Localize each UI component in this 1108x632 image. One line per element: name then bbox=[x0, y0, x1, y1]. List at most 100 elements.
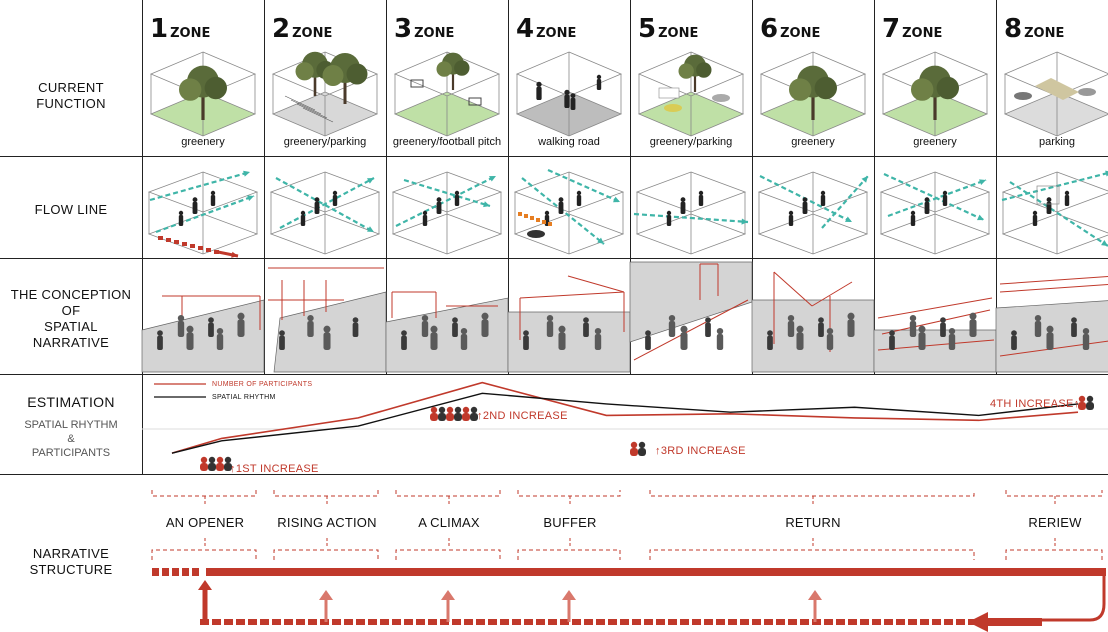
person-head bbox=[1046, 197, 1052, 203]
narrative-frame-line bbox=[811, 281, 853, 307]
stage-bracket-1 bbox=[151, 490, 257, 560]
tree-canopy bbox=[322, 65, 344, 86]
narrative-frame-line bbox=[877, 297, 993, 319]
person-head bbox=[210, 190, 216, 196]
person-body bbox=[436, 201, 442, 214]
person-body bbox=[767, 335, 773, 350]
person-body bbox=[208, 322, 214, 337]
red-dash bbox=[158, 236, 163, 240]
zone-6-current-function-illustration bbox=[759, 51, 867, 137]
bracket-top bbox=[649, 490, 975, 497]
person-head bbox=[422, 210, 428, 216]
person-head bbox=[680, 197, 686, 203]
person-head bbox=[680, 325, 688, 333]
person-head bbox=[481, 312, 489, 320]
zone-number: 1 bbox=[150, 14, 169, 44]
zone-word: ZONE bbox=[780, 26, 821, 41]
stage-bracket-6 bbox=[1005, 490, 1103, 560]
person-head bbox=[1011, 330, 1017, 336]
person-body bbox=[216, 334, 224, 350]
zone-3-conception-illustration bbox=[385, 291, 509, 373]
zone-1-current-function-illustration bbox=[149, 51, 257, 137]
crowd-body bbox=[1086, 402, 1094, 410]
zone-4-current-function-illustration bbox=[515, 51, 623, 137]
narrative-frame-line bbox=[633, 299, 749, 361]
zone-8-conception-illustration bbox=[995, 276, 1108, 373]
zone-8-function-caption: parking bbox=[1038, 136, 1076, 148]
return-arrowhead bbox=[968, 612, 988, 632]
crowd-head bbox=[630, 441, 638, 449]
flow-arrow-line bbox=[279, 177, 375, 229]
person-body bbox=[924, 201, 930, 214]
ground-plane bbox=[141, 299, 265, 373]
person-body bbox=[177, 321, 185, 337]
crowd-body bbox=[438, 413, 446, 421]
person-head bbox=[208, 317, 214, 323]
car bbox=[527, 230, 545, 238]
person-body bbox=[332, 195, 338, 206]
person-body bbox=[454, 195, 460, 206]
person-body bbox=[186, 332, 194, 350]
narrative-frame-line bbox=[999, 340, 1108, 357]
zone-1-function-caption: greenery bbox=[181, 136, 225, 148]
person-body bbox=[314, 201, 320, 214]
column-divider bbox=[386, 0, 387, 374]
flow-arrow-line bbox=[633, 212, 749, 224]
red-dash bbox=[182, 242, 187, 246]
bracket-top bbox=[395, 490, 501, 497]
zone-4-conception-illustration bbox=[507, 275, 631, 373]
orange-dash bbox=[542, 220, 546, 224]
bracket-bottom bbox=[273, 549, 379, 560]
zone-7-function-caption: greenery bbox=[913, 136, 957, 148]
red-dash bbox=[166, 238, 171, 242]
crowd-body bbox=[208, 463, 216, 471]
person-head bbox=[192, 197, 198, 203]
person-head bbox=[454, 190, 460, 196]
orange-dash bbox=[518, 212, 522, 216]
tree-canopy bbox=[936, 76, 959, 100]
zone-2-function-caption: greenery/parking bbox=[283, 136, 367, 148]
crowd-body bbox=[462, 413, 470, 421]
crowd-body bbox=[224, 463, 232, 471]
crowd-head bbox=[438, 406, 446, 414]
person-body bbox=[802, 201, 808, 214]
legend-spatial-rhythm: SPATIAL RHYTHM bbox=[212, 394, 276, 401]
person-head bbox=[536, 81, 542, 88]
person-body bbox=[300, 215, 306, 226]
zone-5-conception-illustration bbox=[629, 261, 753, 361]
legend-participants: NUMBER OF PARTICIPANTS bbox=[212, 381, 313, 388]
flow-arrow-head bbox=[367, 178, 374, 184]
zone-word: ZONE bbox=[536, 26, 577, 41]
person-body bbox=[1034, 321, 1042, 337]
crowd-body bbox=[446, 413, 454, 421]
crowd-head bbox=[224, 456, 232, 464]
crowd-head bbox=[638, 441, 646, 449]
person-body bbox=[546, 321, 554, 337]
crowd-head bbox=[1078, 395, 1086, 403]
orange-dash bbox=[548, 222, 552, 226]
tree-canopy bbox=[436, 61, 452, 77]
annotation-3rd-increase: ↑3RD INCREASE bbox=[655, 445, 746, 457]
timeline-dash bbox=[192, 568, 199, 576]
person-head bbox=[332, 190, 338, 196]
person-body bbox=[969, 319, 977, 337]
bracket-top bbox=[273, 490, 379, 497]
person-head bbox=[558, 325, 566, 333]
return-curve bbox=[1040, 576, 1106, 622]
person-head bbox=[1032, 210, 1038, 216]
zone-3-function-caption: greenery/football pitch bbox=[392, 136, 502, 148]
person-body bbox=[192, 201, 198, 214]
zone-word: ZONE bbox=[292, 26, 333, 41]
zone-number: 5 bbox=[638, 14, 657, 44]
zone-6-conception-illustration bbox=[751, 271, 875, 373]
tree-canopy bbox=[911, 78, 934, 101]
person-body bbox=[576, 195, 582, 206]
stair-line bbox=[302, 107, 334, 123]
flow-arrow-head bbox=[489, 176, 496, 182]
